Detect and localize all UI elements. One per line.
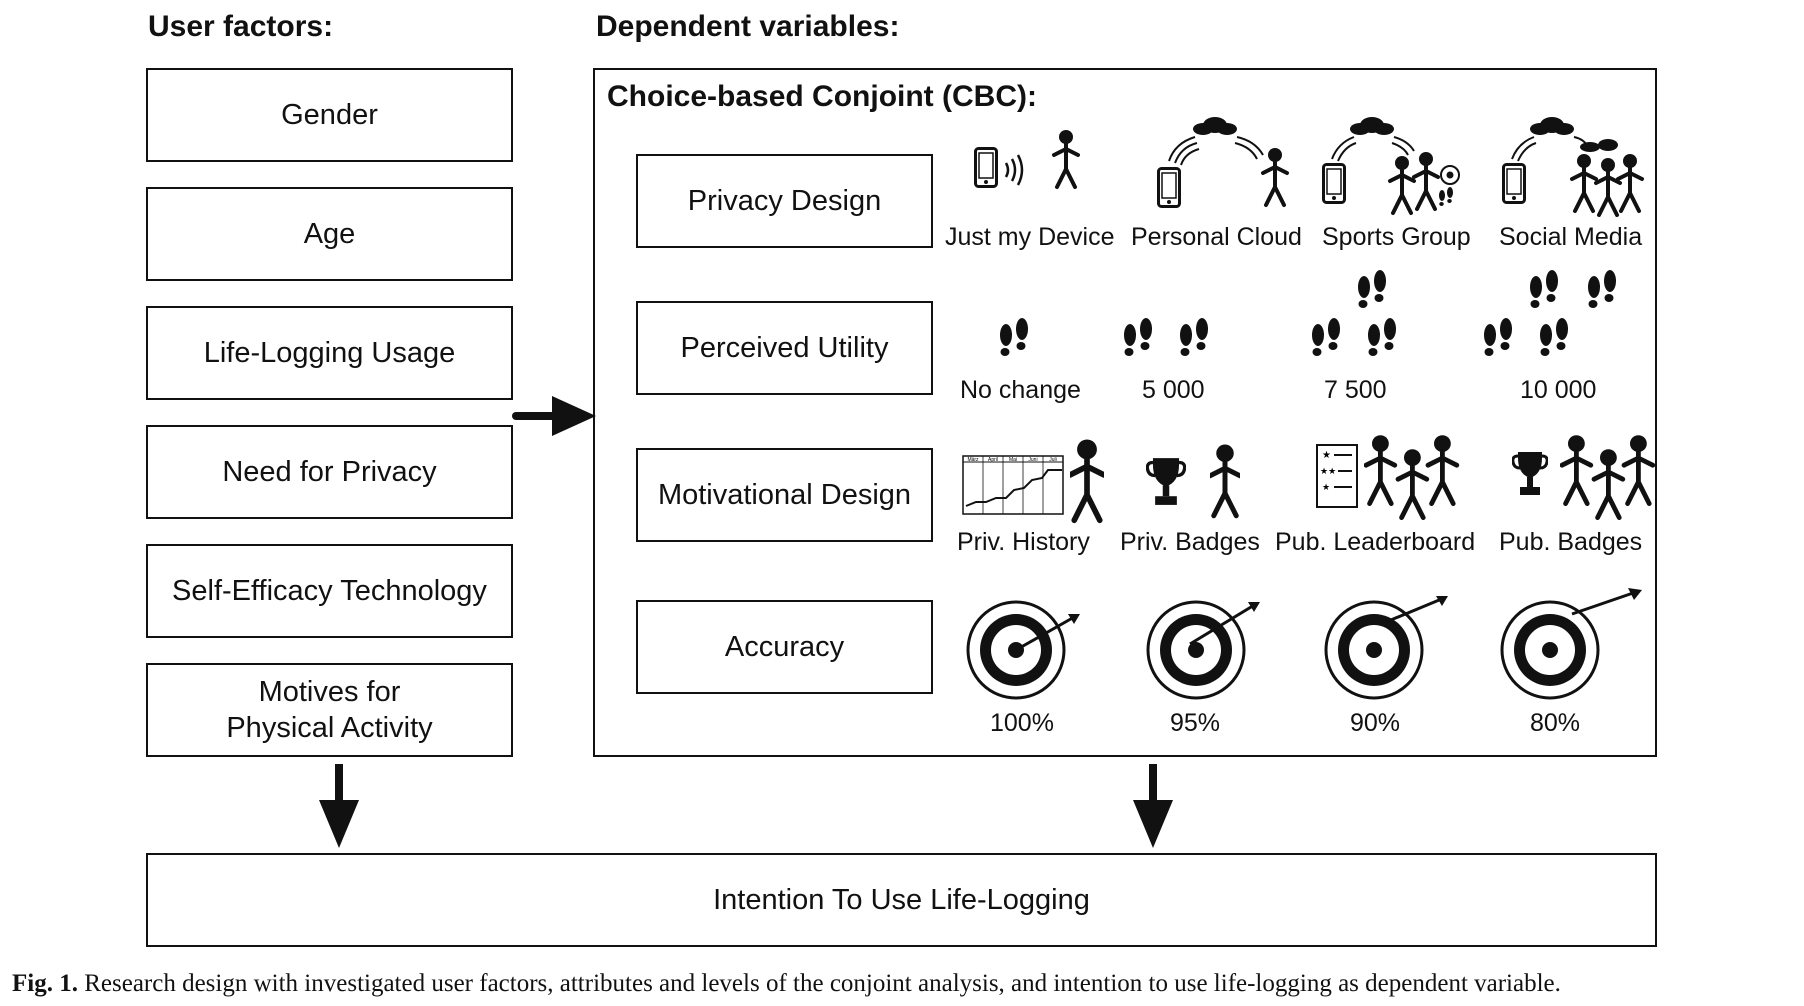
- svg-text:★: ★: [1322, 482, 1330, 492]
- factor-motives-physical-activity: Motives for Physical Activity: [146, 663, 513, 757]
- level-pub-badges: Pub. Badges: [1499, 528, 1643, 556]
- personal-cloud-icon: [1157, 117, 1289, 208]
- level-just-my-device: Just my Device: [945, 223, 1115, 251]
- factor-need-for-privacy: Need for Privacy: [146, 425, 513, 519]
- outcome-box: Intention To Use Life-Logging: [146, 853, 1657, 947]
- trophy-icon: [1146, 456, 1186, 506]
- attribute-privacy-design: Privacy Design: [636, 154, 933, 248]
- level-100: 100%: [990, 709, 1054, 737]
- trophy-icon: [1512, 450, 1548, 496]
- attribute-label: Motivational Design: [657, 479, 912, 511]
- svg-text:★★: ★★: [1320, 466, 1336, 476]
- chart-month-label: Mai: [1009, 457, 1017, 463]
- factor-label-line2: Physical Activity: [226, 712, 433, 744]
- attribute-label: Perceived Utility: [680, 332, 889, 364]
- factor-label: Age: [303, 218, 356, 250]
- factor-label-line1: Motives for: [258, 676, 401, 708]
- caption-label: Fig. 1.: [12, 970, 78, 997]
- arrow-icon: [319, 764, 359, 848]
- figure-caption: Fig. 1. Research design with investigate…: [12, 970, 1561, 998]
- level-no-change: No change: [960, 376, 1081, 404]
- level-95: 95%: [1170, 709, 1221, 737]
- target-icon: [1324, 596, 1448, 700]
- attribute-label: Privacy Design: [687, 185, 882, 217]
- user-factors-heading: User factors:: [148, 10, 334, 43]
- level-priv-badges: Priv. Badges: [1120, 528, 1260, 556]
- level-7500: 7 500: [1324, 376, 1387, 404]
- group-icon: [1560, 434, 1656, 526]
- arrow-icon: [1133, 764, 1173, 848]
- target-icon: [966, 600, 1080, 700]
- svg-text:★: ★: [1322, 450, 1331, 461]
- leaderboard-icon: ★ ★★ ★: [1316, 444, 1358, 508]
- person-icon: [1070, 436, 1104, 528]
- level-priv-history: Priv. History: [957, 528, 1090, 556]
- attribute-perceived-utility: Perceived Utility: [636, 301, 933, 395]
- sports-group-icon: [1322, 117, 1460, 215]
- factor-self-efficacy-technology: Self-Efficacy Technology: [146, 544, 513, 638]
- target-icon: [1500, 588, 1642, 700]
- chart-month-label: März: [967, 457, 979, 463]
- factor-label: Life-Logging Usage: [203, 337, 456, 369]
- chart-month-label: April: [988, 457, 998, 463]
- cbc-panel: [593, 68, 1657, 757]
- factor-label: Self-Efficacy Technology: [172, 575, 487, 607]
- factor-label: Gender: [281, 99, 378, 131]
- attribute-label: Accuracy: [724, 631, 845, 663]
- attribute-motivational-design: Motivational Design: [636, 448, 933, 542]
- footprints-icon: [998, 318, 1038, 370]
- factor-life-logging-usage: Life-Logging Usage: [146, 306, 513, 400]
- level-pub-leaderboard: Pub. Leaderboard: [1275, 528, 1476, 556]
- level-social-media: Social Media: [1499, 223, 1643, 251]
- line-chart-icon: März April Mai Juni Juli: [962, 455, 1064, 515]
- dependent-variables-heading: Dependent variables:: [596, 10, 900, 43]
- factor-label: Need for Privacy: [222, 456, 437, 488]
- footprints-icon: [1122, 318, 1222, 370]
- group-icon: [1364, 434, 1460, 526]
- chart-month-label: Juni: [1028, 457, 1037, 463]
- outcome-label: Intention To Use Life-Logging: [713, 884, 1090, 916]
- person-icon: [1210, 440, 1240, 524]
- just-my-device-icon: [974, 128, 1080, 189]
- attribute-accuracy: Accuracy: [636, 600, 933, 694]
- footprints-icon: [1482, 270, 1622, 374]
- level-sports-group: Sports Group: [1322, 223, 1471, 251]
- level-90: 90%: [1350, 709, 1401, 737]
- level-80: 80%: [1530, 709, 1581, 737]
- chart-month-label: Juli: [1049, 457, 1057, 463]
- factor-gender: Gender: [146, 68, 513, 162]
- caption-text: Research design with investigated user f…: [84, 970, 1561, 997]
- footprints-icon: [1310, 270, 1410, 374]
- target-icon: [1146, 600, 1260, 700]
- level-10000: 10 000: [1520, 376, 1597, 404]
- social-media-icon: [1502, 117, 1644, 217]
- cbc-heading: Choice-based Conjoint (CBC):: [607, 80, 1037, 113]
- level-5000: 5 000: [1142, 376, 1205, 404]
- arrow-icon: [512, 396, 596, 436]
- factor-age: Age: [146, 187, 513, 281]
- level-personal-cloud: Personal Cloud: [1131, 223, 1302, 251]
